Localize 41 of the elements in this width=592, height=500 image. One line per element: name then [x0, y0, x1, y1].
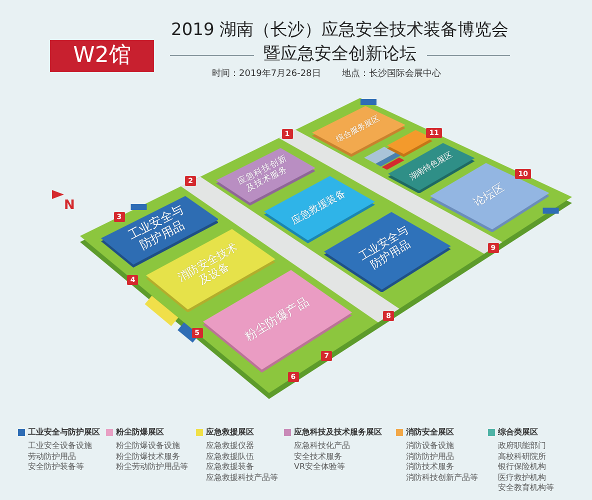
legend-note: 消防防护用品	[406, 452, 454, 462]
legend-note: 应急救援仪器	[206, 441, 254, 452]
zone-label: 湖南特色展区	[408, 150, 455, 182]
title: 2019 湖南（长沙）应急安全技术装备博览会	[171, 20, 509, 40]
legend-label: 综合类展区	[498, 428, 538, 437]
zone-label: 粉尘防爆产品	[242, 294, 312, 344]
legend-note: VR安全体验等	[294, 462, 346, 472]
zone-label: 综合服务展区	[334, 114, 382, 144]
compass-letter: N	[64, 199, 75, 213]
legend-note: 粉尘防爆技术服务	[116, 452, 180, 462]
zone-label: 工业安全与防护用品	[355, 222, 414, 274]
legend-note: 消防科技创新产品等	[406, 472, 478, 483]
hall-label: W2馆	[50, 40, 154, 72]
legend-note: 粉尘劳动防护用品等	[116, 462, 188, 472]
legend-note: 应急救援队伍	[206, 452, 254, 462]
subtitle: 暨应急安全创新论坛	[264, 44, 416, 64]
legend-note: 医疗救护机构	[498, 472, 546, 483]
legend-note: 应急救援科技产品等	[206, 472, 278, 483]
legend-note: 应急救援装备	[206, 462, 254, 472]
zone-label: 应急科技创新及技术服务	[236, 152, 292, 196]
legend-note: 银行保险机构	[498, 462, 546, 472]
legend-note: 安全防护装备等	[28, 462, 84, 472]
legend-note: 粉尘防爆设备设施	[116, 441, 180, 452]
legend-note: 工业安全设备设施	[28, 441, 92, 452]
legend-note: 政府职能部门	[498, 441, 546, 452]
legend-note: 消防技术服务	[406, 462, 454, 472]
zone-label: 论坛区	[471, 180, 506, 210]
legend-note: 安全教育机构等	[498, 483, 554, 494]
legend-note: 应急科技化产品	[294, 441, 350, 452]
legend-note: 劳动防护用品	[28, 452, 76, 462]
legend-label: 应急科技及技术服务展区	[294, 428, 382, 437]
zone-label: 应急救援装备	[290, 188, 348, 228]
legend-label: 粉尘防爆展区	[116, 428, 164, 437]
event-venue: 地点：长沙国际会展中心	[342, 69, 441, 80]
legend-note: 消防设备设施	[406, 441, 454, 452]
legend-note: 安全技术服务	[294, 452, 342, 462]
legend-label: 应急救援展区	[206, 428, 254, 437]
legend-label: 工业安全与防护展区	[28, 428, 100, 437]
legend-note: 高校科研院所	[498, 452, 546, 462]
legend-label: 消防安全展区	[406, 428, 454, 437]
event-date: 时间：2019年7月26-28日	[212, 69, 321, 80]
